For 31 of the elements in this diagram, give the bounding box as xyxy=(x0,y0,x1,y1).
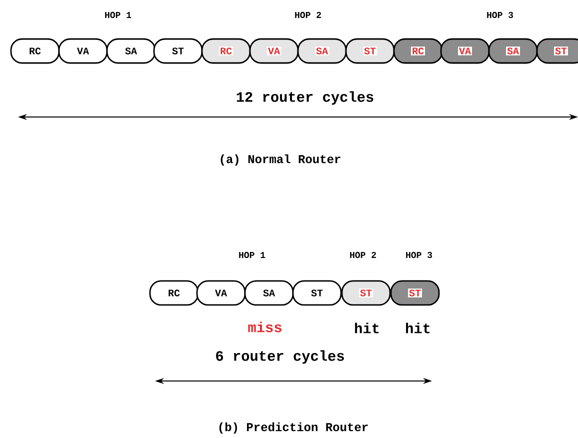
stage-box: SA xyxy=(244,280,294,306)
stage-box: ST xyxy=(536,38,578,64)
stage-box: ST xyxy=(390,280,440,306)
stage-box: RC xyxy=(149,280,199,306)
stage-box: SA xyxy=(488,38,538,64)
hop-label: HOP 3 xyxy=(406,252,432,258)
stage-box: VA xyxy=(58,38,108,64)
stage-box: VA xyxy=(440,38,490,64)
caption: (b) Prediction Router xyxy=(219,422,368,434)
result-label: miss xyxy=(248,322,282,332)
stage-box: ST xyxy=(341,280,391,306)
cycle-count: 12 router cycles xyxy=(236,91,374,105)
stage-box: VA xyxy=(249,38,299,64)
hop-label: HOP 3 xyxy=(487,12,514,18)
stage-box: ST xyxy=(153,38,203,64)
hop-label: HOP 1 xyxy=(239,252,266,258)
result-label: hit xyxy=(355,322,379,334)
hop-label: HOP 2 xyxy=(350,252,376,258)
result-label: hit xyxy=(406,322,430,334)
hop-label: HOP 2 xyxy=(295,12,321,18)
hop-label: HOP 1 xyxy=(105,12,132,18)
stage-box: RC xyxy=(201,38,251,64)
stage-box: VA xyxy=(196,280,246,306)
caption: (a) Normal Router xyxy=(220,154,340,166)
stage-box: RC xyxy=(10,38,60,64)
stage-box: SA xyxy=(106,38,156,64)
stage-box: SA xyxy=(297,38,347,64)
stage-box: RC xyxy=(393,38,443,64)
cycle-count: 6 router cycles xyxy=(216,350,344,364)
stage-box: ST xyxy=(292,280,342,306)
stage-box: ST xyxy=(345,38,395,64)
